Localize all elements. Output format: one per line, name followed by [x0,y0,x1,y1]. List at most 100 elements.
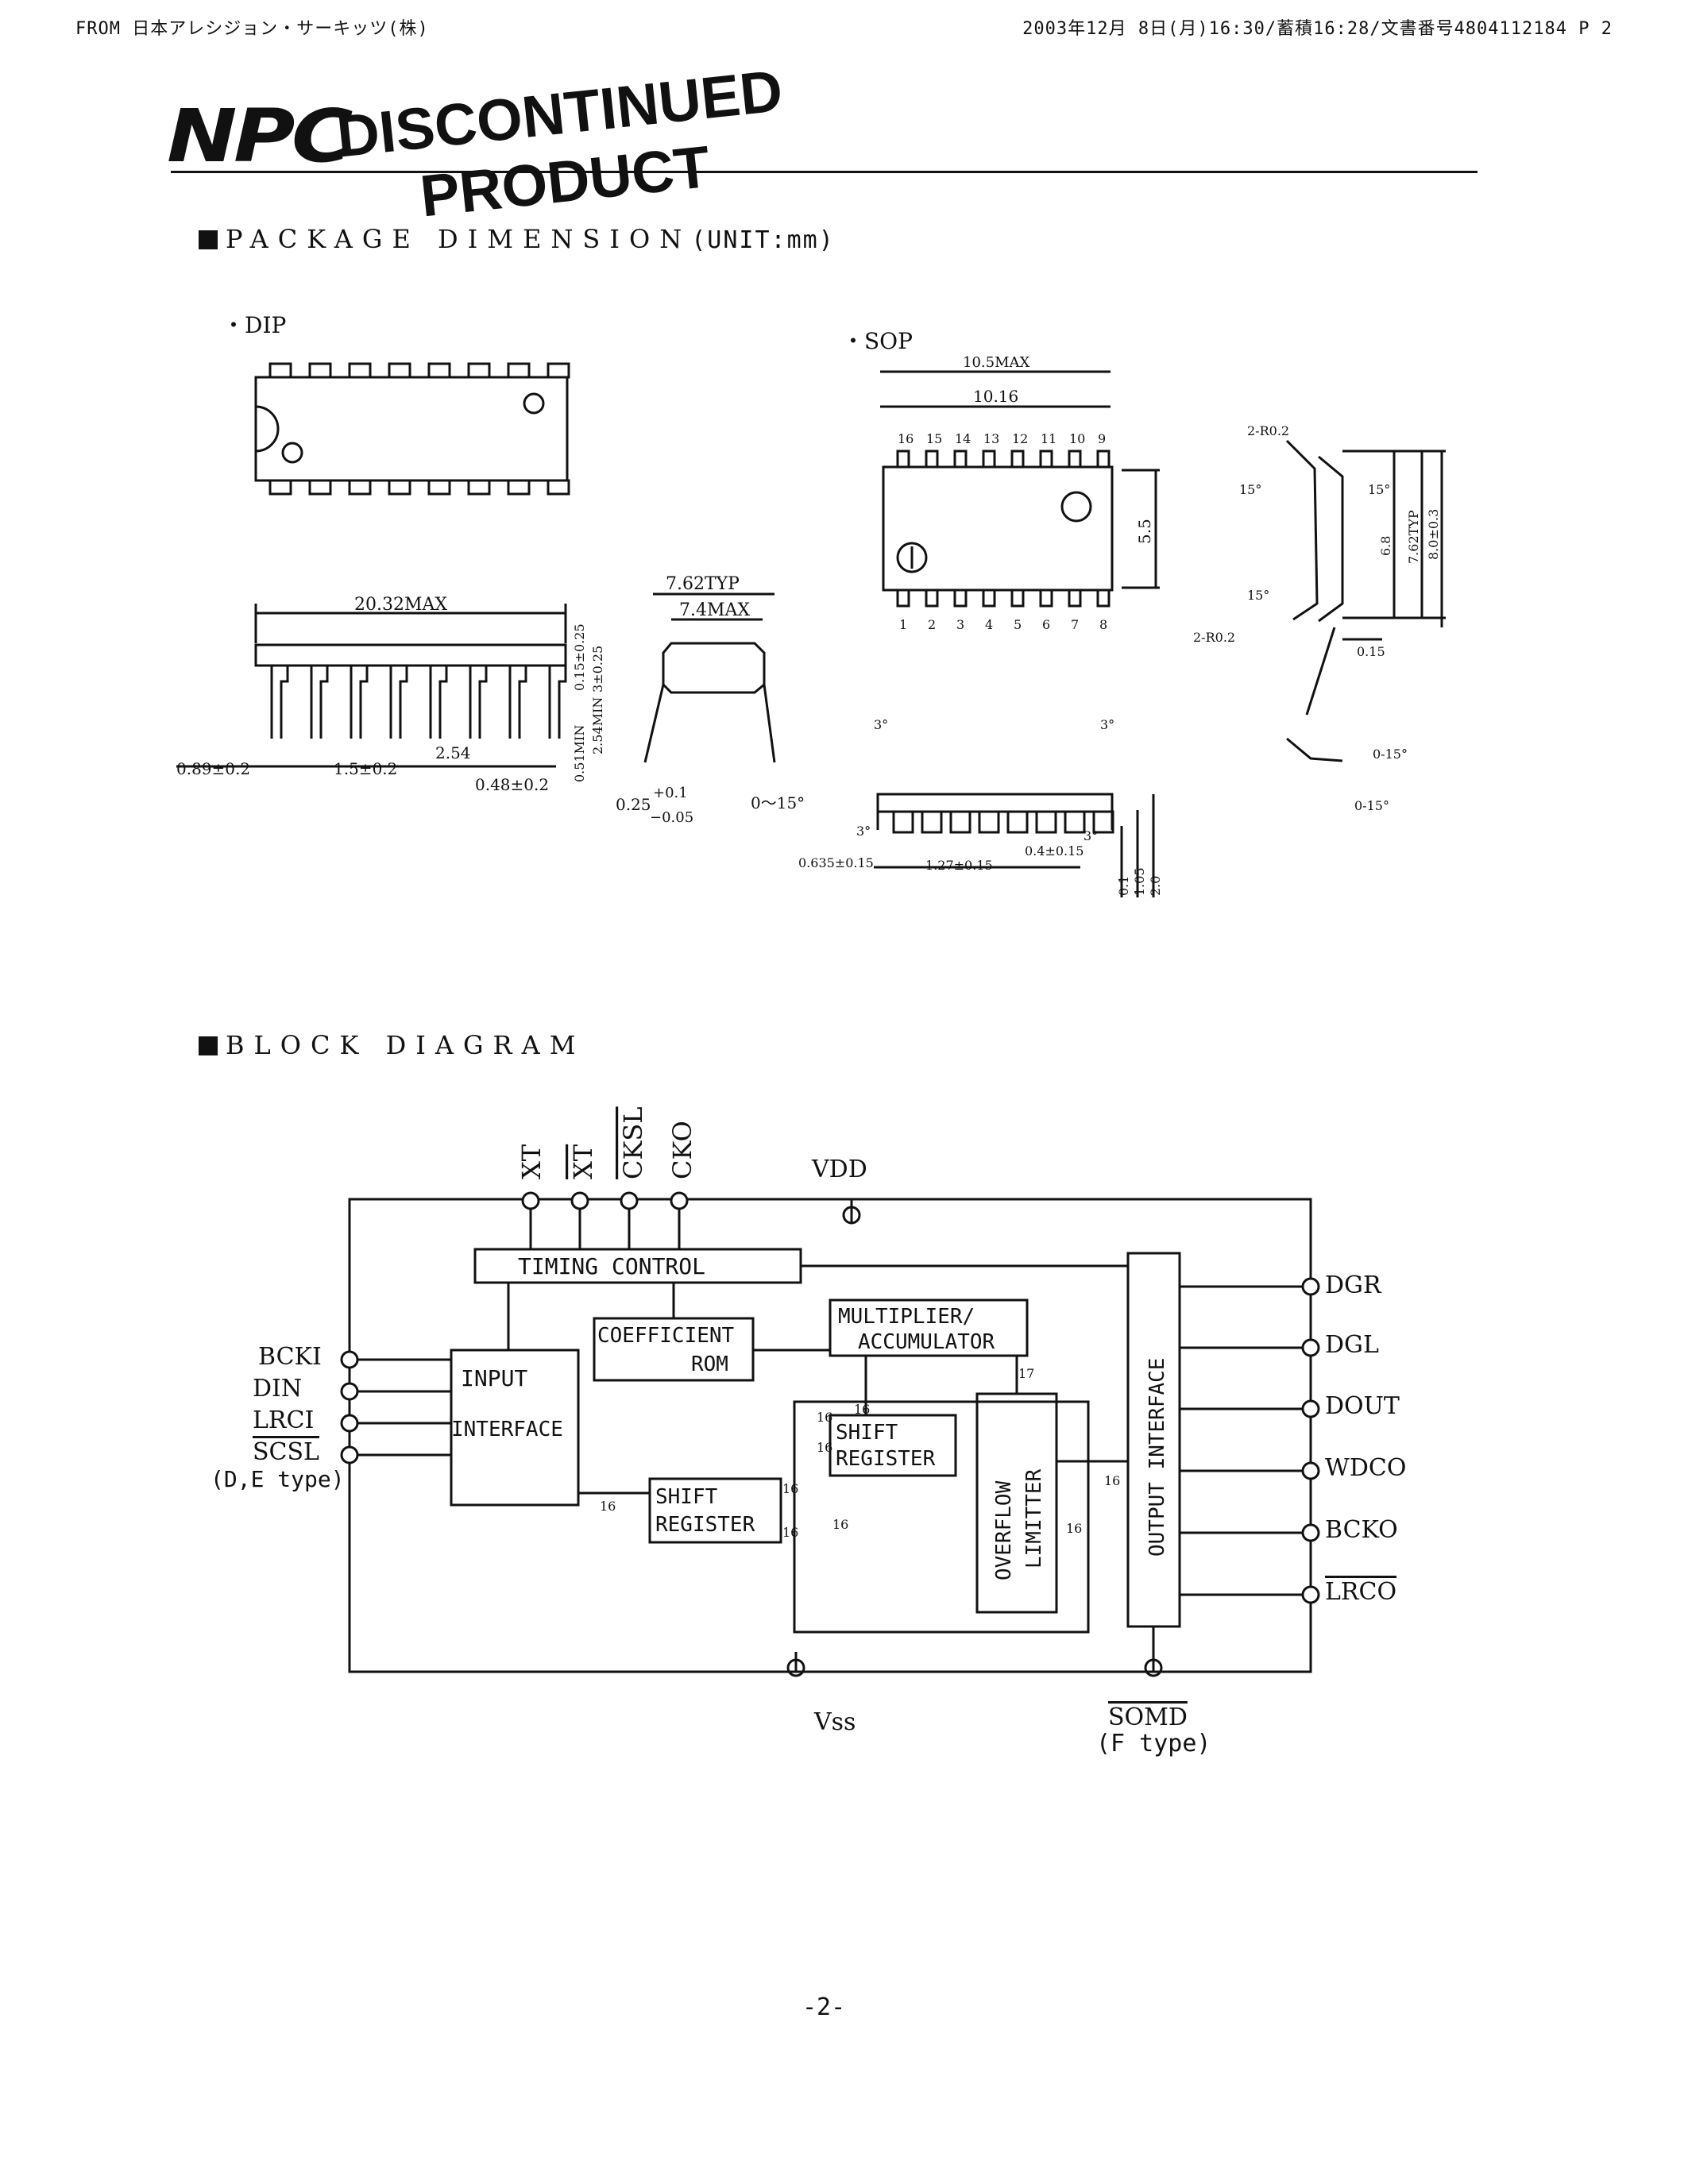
sop-side-leg [921,810,943,834]
sop-body [882,465,1114,592]
top-pin-lines [521,1191,689,1249]
section-bullet-icon [199,230,218,249]
dip-end-view [643,592,776,763]
dip-side-leg [429,666,448,739]
dip-h1-label: 0.15±0.25 [572,623,587,691]
left-pin-3: SCSL [253,1438,319,1466]
sop-pin-number-top: 13 [983,431,999,446]
dip-side-body [254,643,567,667]
dip-pin-bottom [388,479,411,496]
sop-pin-bottom [1096,588,1111,608]
sop-pin-bottom [1010,588,1025,608]
dip-w2-label: 7.4MAX [679,600,750,620]
dip-pin-top [547,362,570,379]
sop-label: ・SOP [842,328,913,354]
dip-pins-top [268,362,570,379]
rom-label: ROM [691,1352,728,1376]
right-pin-circle [1301,1338,1320,1357]
sop-index-dot [896,542,928,573]
sop-pin-top [953,450,968,469]
dip-leadthick-minus: −0.05 [650,809,693,826]
sop-pin-number-bottom: 3 [956,617,964,632]
dip-notch [255,405,280,453]
right-pin-3: WDCO [1325,1454,1406,1482]
sop-pin-number-bottom: 1 [899,617,907,632]
sop-angc-label: 3° [856,824,871,839]
dip-pin-bottom [467,479,491,496]
fax-timestamp: 2003年12月 8日(月)16:30/蓄積16:28/文書番号48041121… [1022,19,1613,39]
dip-end-leg-r [763,684,776,763]
dip-leadwidth-label: 1.5±0.2 [334,759,397,778]
left-pin-circle [340,1414,359,1433]
dip-side-leg [310,666,329,739]
sop-end-view [1285,439,1446,762]
right-pin-circle [1301,1277,1320,1296]
vss-label: Vss [813,1708,856,1736]
sop-rbot-label: 2-R0.2 [1193,630,1235,645]
sop-w2-label: 7.62TYP [1406,510,1421,564]
bus-label-16a: 16 [600,1499,616,1514]
chip-outline [348,1198,1312,1673]
sop-w1-label: 6.8 [1378,536,1393,556]
sop-pin-number-bottom: 7 [1071,617,1079,632]
timing-control-label: TIMING CONTROL [518,1253,705,1279]
sop-side-legs [892,810,1114,834]
bus-label-16b: 16 [782,1481,798,1496]
sop-pin-top [1010,450,1025,469]
sop-side-leg [978,810,1000,834]
sop-pin-top [982,450,996,469]
bus-label-16f: 16 [854,1402,870,1417]
dip-side-leg [548,666,567,739]
left-pin-circle [340,1350,359,1369]
dip-h4-label: 0.51MIN [572,725,587,782]
dip-pin-bottom [268,479,292,496]
sop-w3-label: 8.0±0.3 [1426,509,1441,560]
dip-index-dot [281,442,303,464]
sop-pin-number-bottom: 5 [1014,617,1022,632]
sop-side-body [876,793,1114,813]
right-pin-circle [1301,1399,1320,1418]
right-pin-circle [1301,1523,1320,1542]
sop-maxlen-label: 10.5MAX [963,354,1030,371]
sop-pin-number-top: 9 [1098,431,1106,446]
sop-rtop-label: 2-R0.2 [1247,423,1289,438]
top-pin-3: CKO [667,1121,697,1179]
register2-label: REGISTER [836,1447,936,1471]
fax-from: FROM 日本アレシジョン・サーキッツ(株) [75,19,429,39]
sop-pin-number-top: 11 [1041,431,1056,446]
top-pin-0: XT [516,1144,547,1179]
dip-end-leg-l [643,684,665,763]
dip-leadthin-label: 0.48±0.2 [475,775,549,794]
shift-register-2-block [829,1414,957,1477]
dip-label: ・DIP [222,312,287,338]
sop-ang2-label: 15° [1368,482,1390,497]
header-rule [171,171,1477,173]
dip-pin-top [268,362,292,379]
sop-end-label: 0.635±0.15 [798,855,874,870]
sop-pins-bottom [896,588,1111,608]
sop-pin-bottom [1039,588,1053,608]
sop-side-leg [1064,810,1086,834]
top-pin-circle [570,1191,589,1210]
coefficient-label: COEFFICIENT [597,1324,735,1348]
dip-side-leg [270,666,289,739]
sop-top-view [880,370,1160,608]
sop-pin-number-bottom: 8 [1099,617,1107,632]
sop-pin-number-top: 10 [1069,431,1085,446]
sop-ang3-label: 15° [1247,588,1269,603]
dip-side-view [176,604,567,768]
sop-end-body [1318,455,1344,623]
sop-pitch-label: 1.27±0.15 [925,858,993,873]
dip-pin-bottom [427,479,451,496]
dip-side-leg [350,666,369,739]
sop-pin-bottom [896,588,910,608]
sop-side-leg [892,810,914,834]
block-title-text: BLOCK DIAGRAM [226,1030,585,1060]
input-label: INPUT [461,1365,527,1391]
dip-side-leg [389,666,408,739]
somd-label: SOMD [1108,1704,1188,1731]
package-section-title: PACKAGE DIMENSION(UNIT:mm) [199,224,835,254]
